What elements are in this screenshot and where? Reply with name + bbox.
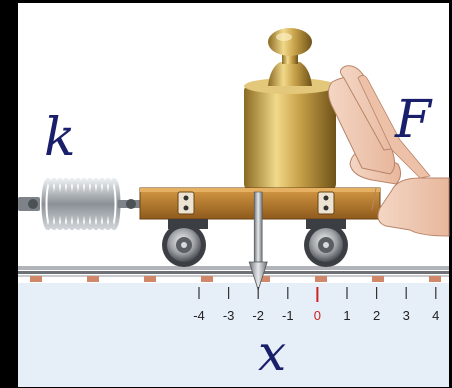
spring-coil: [77, 178, 91, 230]
axis-tick-label: 1: [343, 308, 350, 323]
rail-track: [18, 266, 449, 282]
spring-coil: [95, 178, 109, 230]
spring-coil: [83, 178, 97, 230]
pushing-hand-icon: [328, 65, 450, 237]
spring-coil: [71, 178, 85, 230]
axis-tick-label: 3: [403, 308, 410, 323]
rail-tie: [30, 276, 42, 282]
cart-wheel-left: [162, 223, 206, 267]
rail-tie: [87, 276, 99, 282]
cart-wheel-right: [304, 223, 348, 267]
rail-tie: [201, 276, 213, 282]
rail-tie: [429, 276, 441, 282]
spring-coil: [47, 178, 61, 230]
spring-coil: [53, 178, 67, 230]
rail-tie: [144, 276, 156, 282]
spring-coil: [41, 178, 55, 230]
displacement-label: x: [258, 324, 286, 382]
axis-tick-label: -2: [252, 308, 264, 323]
axis-tick-label: 4: [432, 308, 439, 323]
coil-spring-icon: [18, 178, 144, 230]
down-arrow-pointer-icon: [248, 191, 268, 292]
rail-tie: [372, 276, 384, 282]
floor-panel: [18, 283, 449, 387]
force-label: F: [394, 90, 433, 150]
rail-tie: [258, 276, 270, 282]
spring-coil: [89, 178, 103, 230]
mass-weight-icon: [244, 28, 336, 190]
axis-tick-label: 0: [314, 308, 321, 323]
rail-tie: [315, 276, 327, 282]
axis-tick-label: -3: [223, 308, 235, 323]
spring-coil: [65, 178, 79, 230]
axis-tick-label: -4: [193, 308, 205, 323]
axis-tick-label: 2: [373, 308, 380, 323]
number-line: -4 -3 -2 -1 0 1 2 3 4: [193, 287, 439, 323]
spring-coil: [59, 178, 73, 230]
spring-coil: [101, 178, 115, 230]
axis-tick-label: -1: [282, 308, 294, 323]
spring-constant-label: k: [44, 108, 76, 168]
